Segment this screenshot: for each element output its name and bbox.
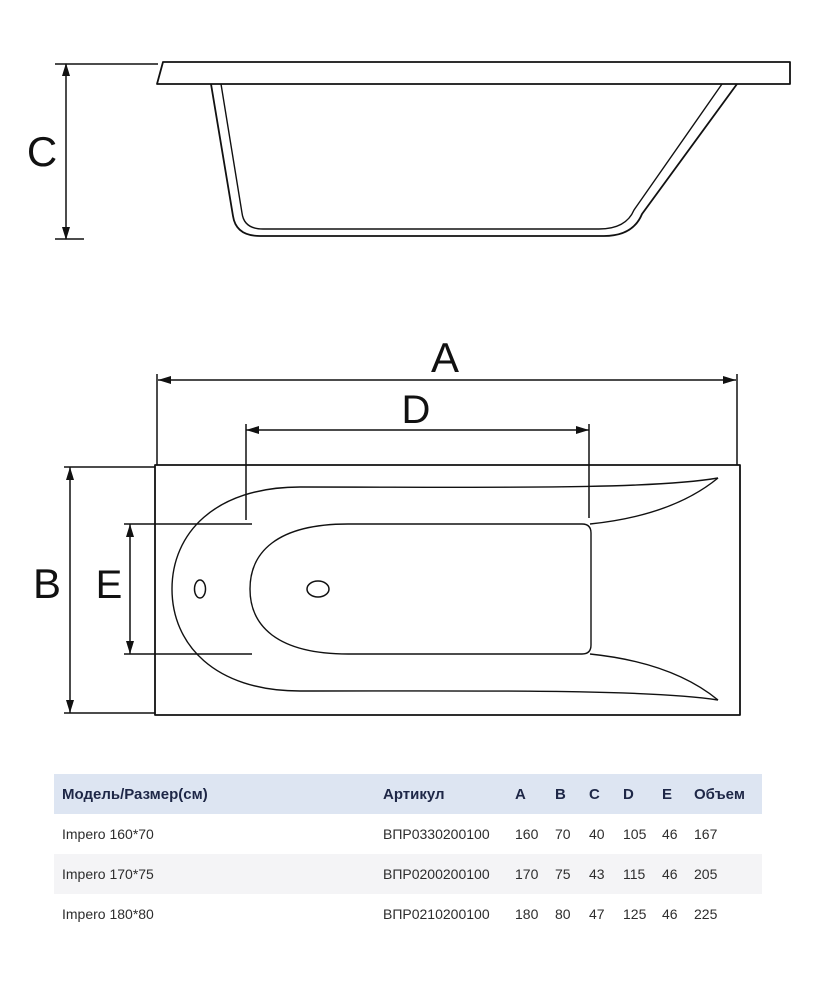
cell-c: 43 — [589, 866, 605, 882]
dim-d-arrow-left — [246, 426, 259, 434]
spec-table-header-row: Модель/Размер(см) Артикул A B C D E Объе… — [54, 774, 762, 814]
bathtub-top-view-diagram: A D B E — [33, 340, 741, 716]
cell-a: 170 — [515, 866, 539, 882]
dim-d-arrow-right — [576, 426, 589, 434]
dim-c-arrow-top — [62, 63, 70, 76]
dim-e-arrow-bottom — [126, 641, 134, 654]
cell-d: 115 — [623, 866, 646, 882]
cell-sku: ВПР0330200100 — [383, 826, 490, 842]
cell-b: 75 — [555, 866, 571, 882]
header-volume: Объем — [694, 785, 745, 803]
cell-a: 160 — [515, 826, 539, 842]
cell-d: 125 — [623, 906, 647, 922]
overflow-hole — [193, 579, 207, 599]
drain-hole — [306, 580, 330, 598]
dimension-d: D — [245, 388, 590, 520]
cell-volume: 205 — [694, 866, 718, 882]
dim-label-c: C — [27, 128, 57, 175]
cell-b: 80 — [555, 906, 571, 922]
dim-label-d: D — [402, 388, 431, 432]
header-a: A — [515, 785, 526, 803]
table-row: Impero 170*75 ВПР0200200100 170 75 43 11… — [54, 854, 762, 894]
cell-sku: ВПР0200200100 — [383, 866, 490, 882]
cell-d: 105 — [623, 826, 647, 842]
tub-rim-rect — [154, 464, 741, 716]
basin-rim-outline — [171, 477, 719, 701]
dim-a-arrow-right — [723, 376, 736, 384]
cell-model: Impero 160*70 — [62, 826, 154, 842]
dimension-c: C — [27, 63, 158, 240]
header-d: D — [623, 785, 634, 803]
dim-label-e: E — [96, 563, 123, 607]
table-row: Impero 160*70 ВПР0330200100 160 70 40 10… — [54, 814, 762, 854]
basin-floor-outline — [249, 523, 592, 655]
cell-c: 47 — [589, 906, 605, 922]
header-b: B — [555, 785, 566, 803]
basin-wing-bottom — [589, 653, 719, 701]
header-c: C — [589, 785, 600, 803]
header-e: E — [662, 785, 673, 803]
cell-model: Impero 180*80 — [62, 906, 154, 922]
dim-label-b: B — [33, 560, 61, 607]
tub-outline-outer — [210, 83, 738, 237]
cell-c: 40 — [589, 826, 605, 842]
dim-b-arrow-top — [66, 467, 74, 480]
cell-b: 70 — [555, 826, 571, 842]
header-sku: Артикул — [383, 785, 445, 803]
spec-table: Модель/Размер(см) Артикул A B C D E Объе… — [54, 774, 762, 934]
table-row: Impero 180*80 ВПР0210200100 180 80 47 12… — [54, 894, 762, 934]
tub-outline-inner — [220, 83, 723, 230]
cell-e: 46 — [662, 866, 678, 882]
header-model: Модель/Размер(см) — [62, 785, 208, 803]
bathtub-side-view-diagram: C — [27, 61, 791, 240]
dimension-b: B — [33, 466, 155, 714]
dim-label-a: A — [431, 340, 459, 381]
cell-model: Impero 170*75 — [62, 866, 154, 882]
dim-b-arrow-bottom — [66, 700, 74, 713]
dim-e-arrow-top — [126, 524, 134, 537]
dim-a-arrow-left — [158, 376, 171, 384]
tub-top-outline — [154, 464, 741, 716]
cell-volume: 167 — [694, 826, 718, 842]
cell-e: 46 — [662, 906, 678, 922]
cell-a: 180 — [515, 906, 539, 922]
rim-profile — [156, 61, 791, 85]
cell-e: 46 — [662, 826, 678, 842]
basin-wing-top — [589, 477, 719, 525]
dimension-a: A — [156, 340, 738, 465]
cell-sku: ВПР0210200100 — [383, 906, 490, 922]
dimension-e: E — [96, 523, 252, 655]
dim-c-arrow-bottom — [62, 227, 70, 240]
cell-volume: 225 — [694, 906, 718, 922]
tub-side-profile — [156, 61, 791, 237]
